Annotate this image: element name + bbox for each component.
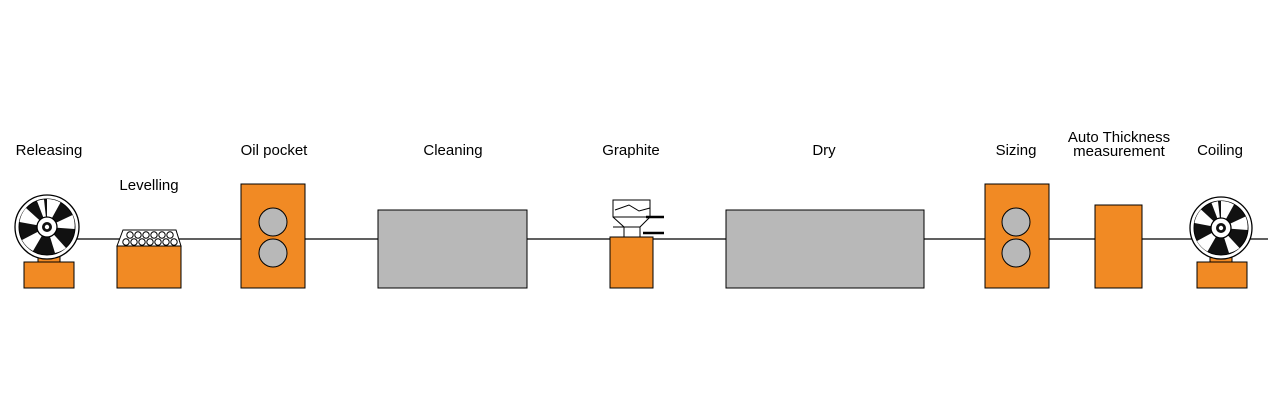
dry-label: Dry <box>812 142 836 159</box>
cleaning-process-box <box>377 209 528 289</box>
sizing-roller-pair-icon <box>984 183 1050 289</box>
releasing-reel-icon <box>14 194 80 289</box>
roller-leveller-icon <box>116 229 182 289</box>
auto-thickness-label-line1: Auto Thickness <box>1067 129 1171 146</box>
levelling-label: Levelling <box>119 177 179 194</box>
auto-thickness-gauge-box <box>1094 204 1143 289</box>
auto-thickness-label-line2: measurement <box>1073 143 1165 160</box>
sizing-label: Sizing <box>995 142 1037 159</box>
oil-pocket-roller-pair-icon <box>240 183 306 289</box>
dry-process-box <box>725 209 925 289</box>
cleaning-label: Cleaning <box>423 142 483 159</box>
oil-pocket-label: Oil pocket <box>240 142 308 159</box>
coiling-label: Coiling <box>1197 142 1243 159</box>
graphite-label: Graphite <box>602 142 660 159</box>
graphite-hopper-icon <box>609 199 664 289</box>
releasing-label: Releasing <box>15 142 83 159</box>
coiling-reel-icon <box>1189 196 1253 289</box>
